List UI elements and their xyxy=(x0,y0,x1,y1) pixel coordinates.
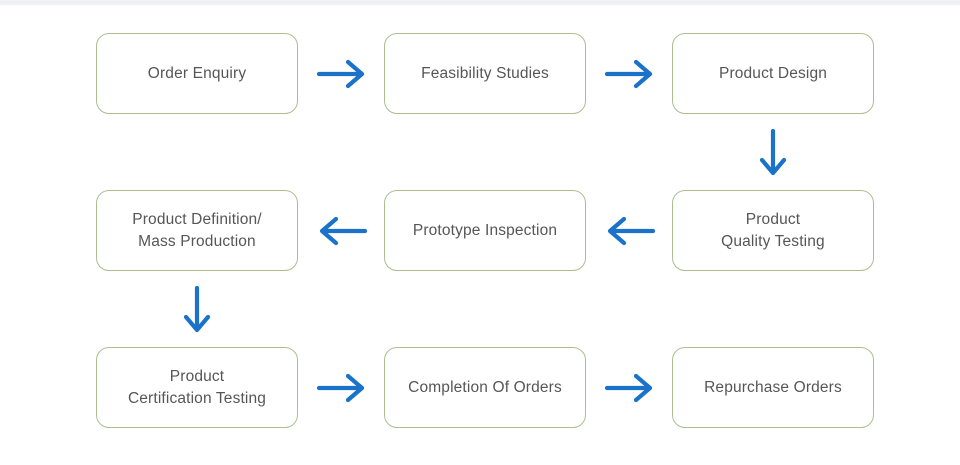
top-edge-band xyxy=(0,0,960,5)
node-prototype-inspection[interactable]: Prototype Inspection xyxy=(384,190,586,271)
node-product-quality-testing[interactable]: Product Quality Testing xyxy=(672,190,874,271)
node-completion-of-orders[interactable]: Completion Of Orders xyxy=(384,347,586,428)
arrow-left-icon xyxy=(607,216,656,246)
node-feasibility-studies[interactable]: Feasibility Studies xyxy=(384,33,586,114)
arrow-left-icon xyxy=(319,216,368,246)
arrow-right-icon xyxy=(604,59,653,89)
node-order-enquiry[interactable]: Order Enquiry xyxy=(96,33,298,114)
arrow-right-icon xyxy=(316,59,365,89)
node-product-certification-testing[interactable]: Product Certification Testing xyxy=(96,347,298,428)
node-product-definition-mass-production[interactable]: Product Definition/ Mass Production xyxy=(96,190,298,271)
node-repurchase-orders[interactable]: Repurchase Orders xyxy=(672,347,874,428)
arrow-right-icon xyxy=(604,373,653,403)
arrow-down-icon xyxy=(183,285,211,333)
arrow-down-icon xyxy=(759,128,787,176)
arrow-right-icon xyxy=(316,373,365,403)
node-product-design[interactable]: Product Design xyxy=(672,33,874,114)
